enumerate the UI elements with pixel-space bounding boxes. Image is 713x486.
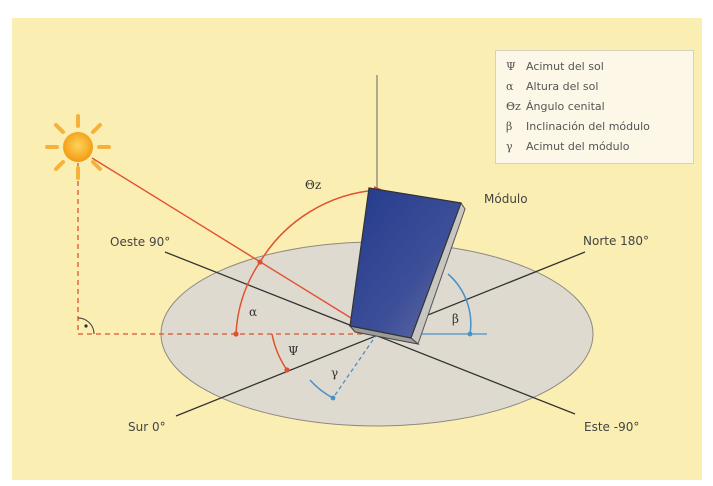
altitude-angle-arc bbox=[235, 261, 261, 335]
right-angle-dot bbox=[84, 324, 88, 328]
legend: Ψ Acimut del sol α Altura del sol Θz Ángulo… bbox=[495, 50, 694, 164]
right-angle-marker bbox=[77, 317, 95, 335]
module-label: Módulo bbox=[484, 192, 528, 206]
legend-symbol-psi: Ψ bbox=[506, 60, 516, 73]
legend-symbol-gamma: γ bbox=[506, 140, 513, 153]
oeste-label: Oeste 90° bbox=[110, 235, 171, 249]
legend-symbol-theta: Θz bbox=[506, 100, 521, 113]
legend-text-psi: Acimut del sol bbox=[526, 60, 604, 73]
module-azimuth-line bbox=[332, 333, 378, 399]
legend-item-beta: β Inclinación del módulo bbox=[506, 119, 650, 135]
legend-text-alpha: Altura del sol bbox=[526, 80, 599, 93]
module-panel bbox=[349, 187, 462, 339]
module-tilt-arc bbox=[447, 273, 472, 335]
psi-angle-label: Ψ bbox=[288, 344, 299, 358]
sun-icon bbox=[45, 114, 111, 180]
module-azimuth-dot bbox=[330, 395, 336, 401]
legend-text-beta: Inclinación del módulo bbox=[526, 120, 650, 133]
legend-symbol-beta: β bbox=[506, 120, 513, 133]
alpha-angle-label: α bbox=[249, 305, 258, 319]
module-tilt-dot bbox=[467, 331, 473, 337]
zenith-angle-arc bbox=[259, 189, 378, 263]
altitude-arc-dot bbox=[233, 331, 239, 337]
legend-item-gamma: γ Acimut del módulo bbox=[506, 139, 629, 155]
theta-angle-label: Θz bbox=[305, 178, 322, 192]
norte-label: Norte 180° bbox=[583, 234, 650, 248]
legend-symbol-alpha: α bbox=[506, 80, 514, 93]
legend-text-theta: Ángulo cenital bbox=[526, 100, 605, 113]
gamma-angle-label: γ bbox=[331, 366, 339, 380]
legend-text-gamma: Acimut del módulo bbox=[526, 140, 630, 153]
sun-azimuth-arc-dot bbox=[284, 367, 290, 373]
sun-ray-line bbox=[91, 157, 378, 335]
beta-angle-label: β bbox=[452, 312, 459, 326]
sur-label: Sur 0° bbox=[128, 420, 166, 434]
legend-item-psi: Ψ Acimut del sol bbox=[506, 59, 604, 75]
legend-item-theta: Θz Ángulo cenital bbox=[506, 99, 605, 115]
legend-item-alpha: α Altura del sol bbox=[506, 79, 598, 95]
este-label: Este -90° bbox=[584, 420, 640, 434]
